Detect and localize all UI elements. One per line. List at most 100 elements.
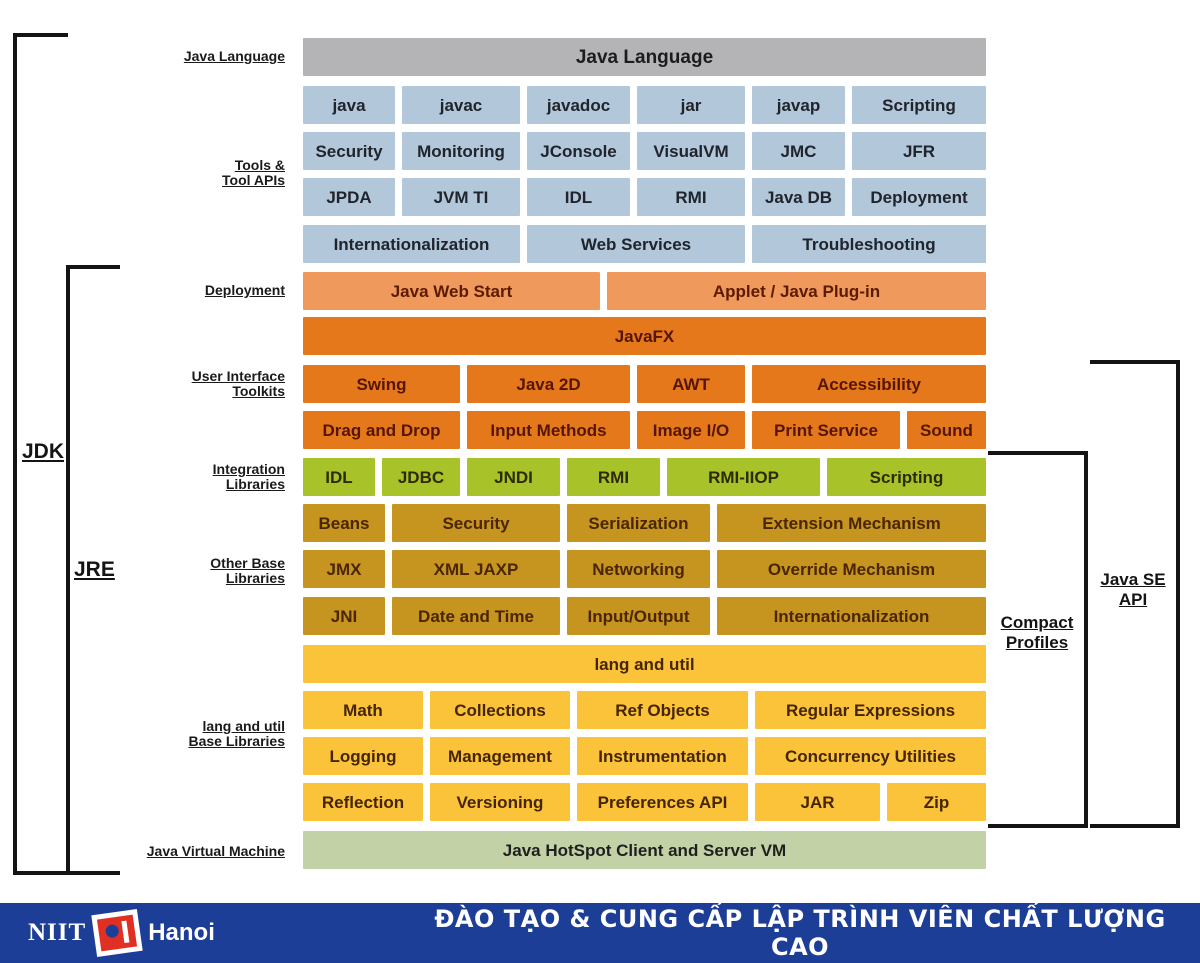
box-jndi: JNDI [467, 458, 560, 496]
box-internationalization-tool: Internationalization [303, 225, 520, 263]
box-networking: Networking [567, 550, 710, 588]
box-zip: Zip [887, 783, 986, 821]
box-rmi: RMI [567, 458, 660, 496]
row-other-base-2: JMX XML JAXP Networking Override Mechani… [303, 550, 986, 588]
label-integration-line1: Integration [212, 461, 285, 477]
box-java: java [303, 86, 395, 124]
row-ui-toolkits-1: Swing Java 2D AWT Accessibility [303, 365, 986, 403]
box-web-services: Web Services [527, 225, 745, 263]
box-override-mechanism: Override Mechanism [717, 550, 986, 588]
box-jvm-ti: JVM TI [402, 178, 520, 216]
box-java-2d: Java 2D [467, 365, 630, 403]
box-scripting: Scripting [827, 458, 986, 496]
box-jfr: JFR [852, 132, 986, 170]
box-accessibility: Accessibility [752, 365, 986, 403]
row-java-virtual-machine: Java HotSpot Client and Server VM [303, 831, 986, 869]
label-integration-libraries: Integration Libraries [75, 462, 285, 492]
jre-label: JRE [74, 558, 115, 581]
box-xml-jaxp: XML JAXP [392, 550, 560, 588]
box-security: Security [392, 504, 560, 542]
box-date-and-time: Date and Time [392, 597, 560, 635]
row-ui-toolkits-2: Drag and Drop Input Methods Image I/O Pr… [303, 411, 986, 449]
platform-stack: Java Language java javac javadoc jar jav… [303, 38, 986, 869]
box-jmc: JMC [752, 132, 845, 170]
row-tools-4: Internationalization Web Services Troubl… [303, 225, 986, 263]
box-monitoring: Monitoring [402, 132, 520, 170]
row-other-base-1: Beans Security Serialization Extension M… [303, 504, 986, 542]
box-instrumentation: Instrumentation [577, 737, 748, 775]
box-drag-and-drop: Drag and Drop [303, 411, 460, 449]
box-input-methods: Input Methods [467, 411, 630, 449]
label-ui-line2: Toolkits [232, 383, 285, 399]
box-lang-and-util: lang and util [303, 645, 986, 683]
box-java-hotspot-vm: Java HotSpot Client and Server VM [303, 831, 986, 869]
box-troubleshooting: Troubleshooting [752, 225, 986, 263]
box-jconsole: JConsole [527, 132, 630, 170]
row-java-language: Java Language [303, 38, 986, 76]
label-integration-line2: Libraries [225, 476, 285, 492]
box-javafx: JavaFX [303, 317, 986, 355]
box-rmi-tool: RMI [637, 178, 745, 216]
box-logging: Logging [303, 737, 423, 775]
jdk-bracket [13, 33, 68, 875]
box-beans: Beans [303, 504, 385, 542]
box-internationalization: Internationalization [717, 597, 986, 635]
label-lang-util-base-libraries: lang and util Base Libraries [75, 719, 286, 749]
box-reflection: Reflection [303, 783, 423, 821]
java-se-api-bracket [1090, 360, 1180, 828]
row-lang-util-3: Reflection Versioning Preferences API JA… [303, 783, 986, 821]
row-lang-util-2: Logging Management Instrumentation Concu… [303, 737, 986, 775]
box-idl-tool: IDL [527, 178, 630, 216]
niit-logo-icon-inner [97, 914, 138, 952]
label-user-interface-toolkits: User Interface Toolkits [75, 369, 285, 399]
niit-logo-icon [91, 909, 143, 957]
compact-profiles-label: Compact Profiles [988, 613, 1086, 653]
box-security-tool: Security [303, 132, 395, 170]
box-regular-expressions: Regular Expressions [755, 691, 986, 729]
java-se-api-label: Java SE API [1090, 570, 1176, 610]
box-idl: IDL [303, 458, 375, 496]
label-base-line2: Libraries [225, 570, 285, 586]
box-visualvm: VisualVM [637, 132, 745, 170]
box-preferences-api: Preferences API [577, 783, 748, 821]
label-tools-line1: Tools & [234, 157, 285, 173]
box-jar-tool: jar [637, 86, 745, 124]
row-tools-1: java javac javadoc jar javap Scripting [303, 86, 986, 124]
java-se-api-line2: API [1118, 590, 1148, 609]
box-awt: AWT [637, 365, 745, 403]
row-lang-and-util-header: lang and util [303, 645, 986, 683]
niit-hanoi-logo: NIIT Hanoi [28, 903, 215, 963]
box-javadoc: javadoc [527, 86, 630, 124]
label-lang-line2: Base Libraries [188, 733, 286, 749]
label-deployment: Deployment [204, 282, 285, 298]
label-ui-line1: User Interface [191, 368, 285, 384]
label-other-base-libraries: Other Base Libraries [75, 556, 285, 586]
row-javafx: JavaFX [303, 317, 986, 355]
label-base-line1: Other Base [210, 555, 285, 571]
row-lang-util-1: Math Collections Ref Objects Regular Exp… [303, 691, 986, 729]
box-sound: Sound [907, 411, 986, 449]
box-java-db: Java DB [752, 178, 845, 216]
row-other-base-3: JNI Date and Time Input/Output Internati… [303, 597, 986, 635]
logo-city-text: Hanoi [148, 919, 215, 946]
box-collections: Collections [430, 691, 570, 729]
box-serialization: Serialization [567, 504, 710, 542]
box-jmx: JMX [303, 550, 385, 588]
row-deployment: Java Web Start Applet / Java Plug-in [303, 272, 986, 310]
row-integration-libraries: IDL JDBC JNDI RMI RMI-IIOP Scripting [303, 458, 986, 496]
box-jni: JNI [303, 597, 385, 635]
box-scripting-tool: Scripting [852, 86, 986, 124]
compact-profiles-line1: Compact [1000, 613, 1074, 632]
niit-logo-text: NIIT [28, 919, 87, 946]
footer-banner: NIIT Hanoi ĐÀO TẠO & CUNG CẤP LẬP TRÌNH … [0, 903, 1200, 963]
label-tools-line2: Tool APIs [222, 172, 285, 188]
box-jdbc: JDBC [382, 458, 460, 496]
box-jpda: JPDA [303, 178, 395, 216]
box-rmi-iiop: RMI-IIOP [667, 458, 820, 496]
box-print-service: Print Service [752, 411, 900, 449]
box-javap: javap [752, 86, 845, 124]
box-concurrency-utilities: Concurrency Utilities [755, 737, 986, 775]
box-input-output: Input/Output [567, 597, 710, 635]
box-java-language: Java Language [303, 38, 986, 76]
